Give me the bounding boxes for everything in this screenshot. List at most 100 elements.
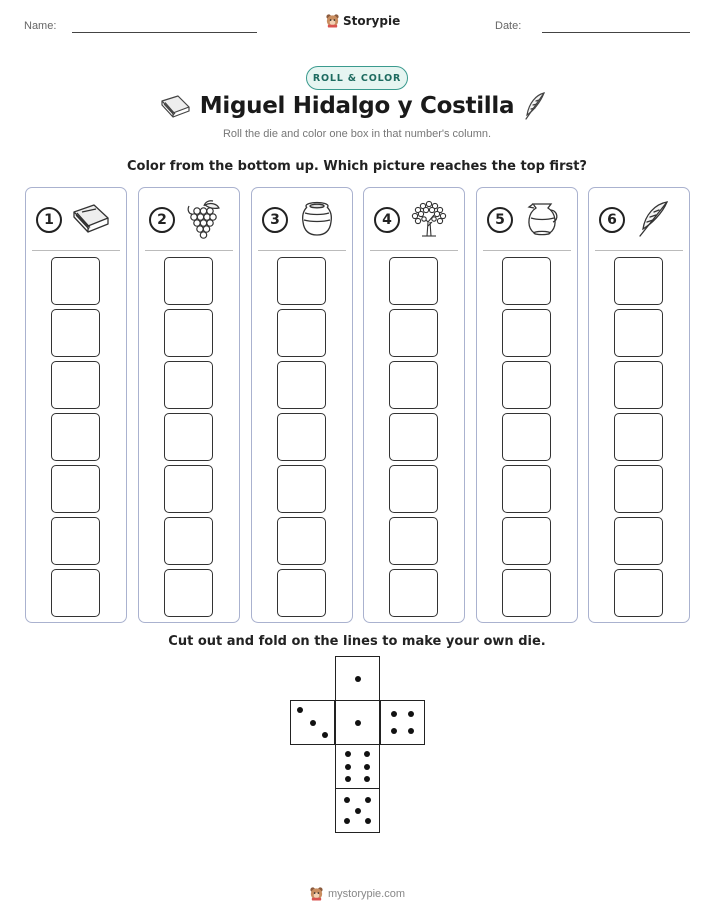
color-box[interactable] bbox=[614, 517, 663, 565]
color-box[interactable] bbox=[51, 309, 100, 357]
instruction-text: Color from the bottom up. Which picture … bbox=[127, 159, 587, 174]
color-box[interactable] bbox=[502, 569, 551, 617]
column-number: 6 bbox=[599, 207, 625, 233]
die-pip bbox=[363, 763, 370, 770]
mascot-icon bbox=[326, 14, 339, 28]
die-pip bbox=[343, 818, 350, 825]
die-pip bbox=[365, 818, 372, 825]
color-box[interactable] bbox=[164, 569, 213, 617]
color-box[interactable] bbox=[502, 413, 551, 461]
die-pip bbox=[363, 751, 370, 758]
die-pip bbox=[345, 751, 352, 758]
column-number: 4 bbox=[374, 207, 400, 233]
die-face-6 bbox=[335, 744, 380, 789]
color-box[interactable] bbox=[614, 361, 663, 409]
color-box[interactable] bbox=[164, 257, 213, 305]
color-box[interactable] bbox=[51, 569, 100, 617]
die-face-4 bbox=[380, 700, 425, 745]
column-header: 6 bbox=[589, 188, 689, 251]
color-box[interactable] bbox=[277, 413, 326, 461]
column-number: 5 bbox=[487, 207, 513, 233]
color-box[interactable] bbox=[51, 361, 100, 409]
column-5: 5 bbox=[476, 187, 578, 623]
color-box[interactable] bbox=[502, 361, 551, 409]
column-header: 3 bbox=[252, 188, 352, 251]
clay-pot-icon bbox=[296, 198, 338, 240]
color-box[interactable] bbox=[277, 309, 326, 357]
color-box[interactable] bbox=[164, 465, 213, 513]
column-3: 3 bbox=[251, 187, 353, 623]
pitcher-icon bbox=[521, 198, 563, 240]
column-number: 1 bbox=[36, 207, 62, 233]
name-line[interactable] bbox=[72, 32, 257, 33]
color-box[interactable] bbox=[389, 257, 438, 305]
footer: mystorypie.com bbox=[0, 886, 714, 901]
color-box[interactable] bbox=[502, 517, 551, 565]
color-box[interactable] bbox=[164, 413, 213, 461]
page-subtitle: Roll the die and color one box in that n… bbox=[222, 128, 492, 140]
column-6: 6 bbox=[588, 187, 690, 623]
color-box[interactable] bbox=[277, 257, 326, 305]
page-title: Miguel Hidalgo y Costilla bbox=[199, 93, 515, 119]
color-box[interactable] bbox=[502, 257, 551, 305]
color-box[interactable] bbox=[614, 413, 663, 461]
divider bbox=[32, 250, 120, 251]
brand-name: Storypie bbox=[343, 13, 401, 28]
color-box[interactable] bbox=[51, 413, 100, 461]
column-number: 2 bbox=[149, 207, 175, 233]
color-box[interactable] bbox=[614, 569, 663, 617]
divider bbox=[370, 250, 458, 251]
die-pip bbox=[365, 796, 372, 803]
column-4: 4 bbox=[363, 187, 465, 623]
color-box[interactable] bbox=[389, 413, 438, 461]
color-box[interactable] bbox=[614, 257, 663, 305]
activity-badge: ROLL & COLOR bbox=[306, 66, 408, 90]
die-pip bbox=[345, 775, 352, 782]
color-box[interactable] bbox=[164, 517, 213, 565]
divider bbox=[258, 250, 346, 251]
column-header: 5 bbox=[477, 188, 577, 251]
color-box[interactable] bbox=[277, 361, 326, 409]
die-pip bbox=[297, 707, 304, 714]
column-header: 1 bbox=[26, 188, 126, 251]
column-number: 3 bbox=[262, 207, 288, 233]
color-box[interactable] bbox=[389, 569, 438, 617]
book-icon bbox=[70, 198, 112, 240]
die-pip bbox=[321, 731, 328, 738]
die-pip bbox=[354, 675, 361, 682]
divider bbox=[145, 250, 233, 251]
color-box[interactable] bbox=[277, 569, 326, 617]
color-box[interactable] bbox=[389, 309, 438, 357]
color-box[interactable] bbox=[389, 517, 438, 565]
grapes-icon bbox=[183, 198, 225, 240]
column-1: 1 bbox=[25, 187, 127, 623]
quill-icon bbox=[633, 198, 675, 240]
color-box[interactable] bbox=[277, 465, 326, 513]
color-box[interactable] bbox=[164, 361, 213, 409]
mascot-icon bbox=[310, 887, 323, 901]
die-pip bbox=[309, 719, 316, 726]
color-box[interactable] bbox=[164, 309, 213, 357]
die-pip bbox=[363, 775, 370, 782]
color-box[interactable] bbox=[51, 517, 100, 565]
color-box[interactable] bbox=[277, 517, 326, 565]
column-header: 2 bbox=[139, 188, 239, 251]
color-box[interactable] bbox=[51, 257, 100, 305]
color-box[interactable] bbox=[502, 309, 551, 357]
die-face-5 bbox=[335, 788, 380, 833]
die-pip bbox=[354, 807, 361, 814]
color-box[interactable] bbox=[502, 465, 551, 513]
tree-icon bbox=[408, 198, 450, 240]
date-line[interactable] bbox=[542, 32, 690, 33]
die-pip bbox=[390, 710, 397, 717]
color-box[interactable] bbox=[614, 465, 663, 513]
color-box[interactable] bbox=[389, 465, 438, 513]
color-box[interactable] bbox=[389, 361, 438, 409]
footer-url[interactable]: mystorypie.com bbox=[327, 887, 406, 900]
die-face-1 bbox=[335, 656, 380, 701]
color-box[interactable] bbox=[614, 309, 663, 357]
color-box[interactable] bbox=[51, 465, 100, 513]
die-pip bbox=[408, 728, 415, 735]
die-pip bbox=[408, 710, 415, 717]
die-instructions: Cut out and fold on the lines to make yo… bbox=[168, 634, 546, 649]
